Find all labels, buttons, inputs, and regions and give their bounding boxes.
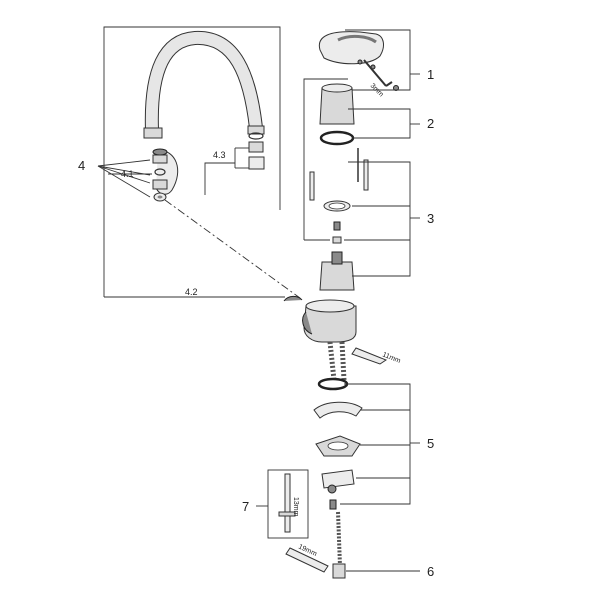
callout-3: 3 xyxy=(427,211,434,226)
leader-4b xyxy=(97,165,151,176)
supply-hose-group: 19mm 6 xyxy=(285,511,434,579)
wrench-19mm xyxy=(285,547,329,573)
spindle-cap xyxy=(332,236,342,244)
washer-a xyxy=(152,148,168,156)
spout-frame xyxy=(103,26,281,297)
o-ring-4-1 xyxy=(154,168,166,176)
hex-key xyxy=(363,59,387,87)
bracket-1 xyxy=(345,29,411,91)
spout-socket xyxy=(302,311,313,335)
callout-4-2: 4.2 xyxy=(185,287,198,297)
fixing-plate-hole xyxy=(327,441,349,451)
base-o-ring xyxy=(317,377,349,391)
spout-group: 4 4.1 4.3 4.2 xyxy=(78,26,303,302)
label-3mm: 3mm xyxy=(369,82,385,98)
lever-highlight xyxy=(337,34,377,44)
callout-4-3: 4.3 xyxy=(213,150,226,160)
fixing-nut xyxy=(327,484,337,494)
callout-2: 2 xyxy=(427,116,434,131)
cap-plug xyxy=(393,85,399,91)
aerator-cap-hole xyxy=(157,195,163,199)
o-ring-2 xyxy=(319,130,355,146)
fixing-shim xyxy=(313,401,363,419)
faucet-body xyxy=(303,305,357,343)
hex-key-bend xyxy=(385,81,393,87)
rod-wrench-13mm xyxy=(278,511,296,517)
cap-group: 2 xyxy=(303,78,434,240)
callout-5: 5 xyxy=(427,436,434,451)
spout-aerator-4-3 xyxy=(248,156,265,170)
spout-nut xyxy=(248,141,264,153)
callout-4: 4 xyxy=(78,158,85,173)
bracket-3 xyxy=(348,161,411,277)
spout-outlet-end xyxy=(143,127,163,139)
leader-4d xyxy=(97,165,151,198)
body-top xyxy=(305,299,355,313)
box-7 xyxy=(267,469,309,539)
cartridge-group: 3 xyxy=(304,148,434,291)
mounting-group: 5 xyxy=(313,383,434,510)
clamp-bracket xyxy=(321,469,355,489)
cartridge-stem xyxy=(331,251,343,265)
callout-4-1: 4.1 xyxy=(121,169,134,179)
callout-1: 1 xyxy=(427,67,434,82)
bracket-4-3 xyxy=(204,162,235,195)
hose-nut xyxy=(332,563,346,579)
threaded-rod-group: 13mm 7 xyxy=(242,469,309,539)
supply-hose xyxy=(336,511,342,567)
spindle xyxy=(333,221,341,231)
aerator-insert xyxy=(152,179,168,190)
threaded-stud-end xyxy=(329,499,337,510)
label-11mm: 11mm xyxy=(381,351,401,365)
callout-6: 6 xyxy=(427,564,434,579)
supply-hose-stub-right xyxy=(339,341,347,381)
cap-top xyxy=(321,83,353,93)
set-screw xyxy=(357,59,363,65)
bolt-right xyxy=(363,159,369,191)
frame-left xyxy=(303,78,348,240)
spout-o-ring xyxy=(248,132,264,140)
supply-hose-stub-left xyxy=(327,341,337,381)
ceramic-cartridge xyxy=(319,261,355,291)
cartridge-cap xyxy=(319,87,355,125)
nut-a xyxy=(152,154,168,164)
thrust-ring-hole xyxy=(328,202,346,210)
spout-body xyxy=(145,31,262,131)
bolt-left xyxy=(309,171,315,201)
bracket-2 xyxy=(348,108,411,139)
label-13mm: 13mm xyxy=(292,497,299,517)
centerline-4-2 xyxy=(164,199,301,299)
spout-inlet-end xyxy=(247,125,265,135)
bracket-5 xyxy=(340,383,411,505)
leader-4c xyxy=(97,165,151,184)
handle-group: 3mm 1 xyxy=(318,29,434,99)
callout-7: 7 xyxy=(242,499,249,514)
lever-handle xyxy=(318,31,384,65)
threaded-rod xyxy=(284,473,291,533)
faucet-body-group: 11mm xyxy=(302,299,402,391)
leader-4a xyxy=(97,159,151,167)
wrench-11mm xyxy=(351,347,388,365)
clip-4-2 xyxy=(283,295,303,302)
